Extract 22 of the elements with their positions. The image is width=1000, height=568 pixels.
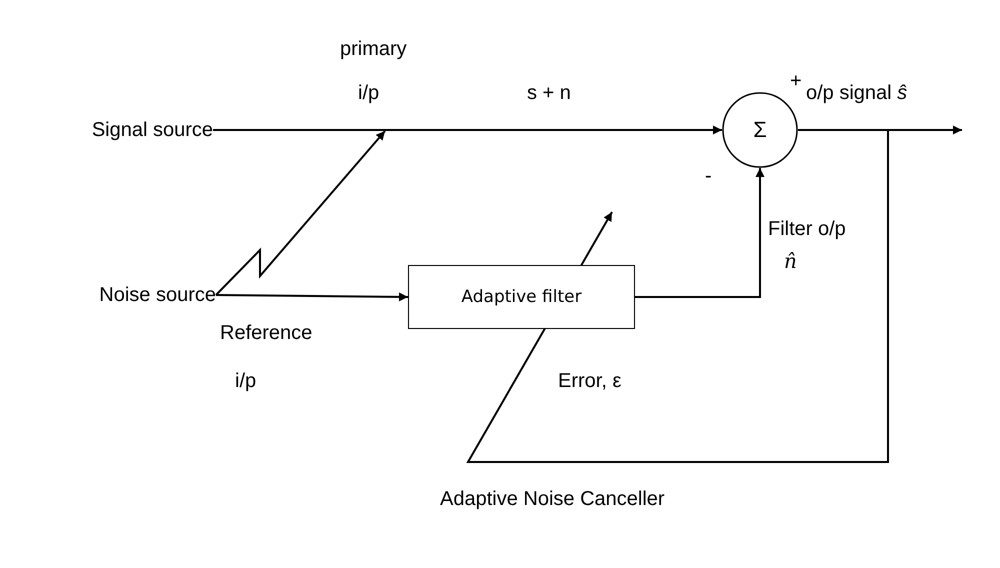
sigma-symbol: Σ — [753, 117, 767, 143]
estimate-symbol: n̂ — [784, 250, 797, 272]
filter-output-label: Filter o/p — [768, 218, 846, 240]
output-label: o/p signal ŝ — [806, 82, 908, 104]
signal-arrow — [635, 168, 764, 298]
error-label: Error, ε — [558, 370, 622, 392]
input-label: primary — [340, 38, 407, 60]
signal-arrow — [216, 292, 408, 302]
block-label: Adaptive filter — [461, 287, 582, 307]
noise-source-label: Noise source — [99, 284, 216, 306]
adaptive-filter-box — [408, 265, 635, 329]
reference-label: Reference — [220, 322, 312, 344]
feedback-arrow — [466, 129, 889, 463]
input-label: i/p — [235, 370, 256, 392]
sign-label: - — [705, 165, 712, 187]
caption: Adaptive Noise Canceller — [440, 488, 665, 510]
signal-label: s + n — [527, 82, 571, 104]
sign-label: + — [790, 70, 802, 92]
signal-source-label: Signal source — [92, 118, 213, 142]
input-label: i/p — [358, 82, 380, 104]
signal-arrow — [213, 126, 722, 134]
signal-arrow — [215, 130, 386, 296]
